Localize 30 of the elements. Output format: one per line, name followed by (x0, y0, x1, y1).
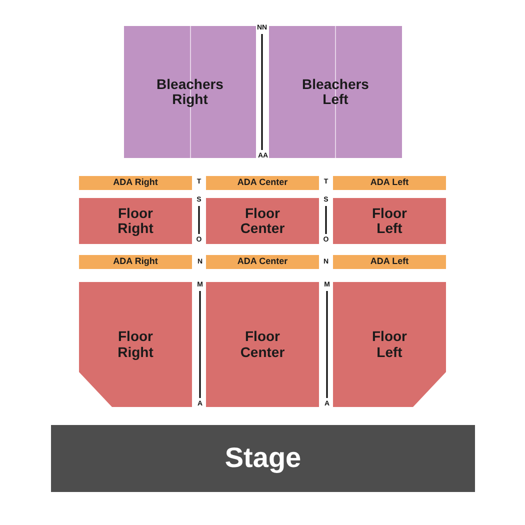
section-name: Bleachers Left (301, 76, 370, 108)
ada-section (333, 255, 446, 269)
section-name: ADA Center (237, 178, 288, 188)
section-name: ADA Right (113, 178, 158, 188)
section-name: Floor Center (239, 206, 286, 236)
floor-section (206, 282, 319, 407)
section-name: ADA Left (370, 257, 409, 267)
floor-section (333, 198, 446, 244)
section-name: ADA Left (370, 178, 409, 188)
ada-section (333, 176, 446, 190)
floor-section (79, 198, 192, 244)
floor-section (333, 282, 446, 407)
ada-section (79, 176, 192, 190)
section-name: Stage (224, 443, 302, 474)
bleacher-section (269, 26, 402, 158)
ada-section (79, 255, 192, 269)
ada-section (206, 255, 319, 269)
stage-area (51, 425, 475, 492)
ada-section (206, 176, 319, 190)
section-name: Floor Right (116, 329, 154, 360)
section-name: ADA Center (237, 257, 288, 267)
section-name: Floor Center (239, 329, 286, 360)
section-name: ADA Right (113, 257, 158, 267)
section-name: Floor Left (371, 206, 408, 236)
section-name: Floor Left (371, 329, 408, 360)
floor-section (79, 282, 192, 407)
section-name: Floor Right (116, 206, 154, 236)
section-name: Bleachers Right (156, 76, 224, 108)
bleacher-section (124, 26, 256, 158)
floor-section (206, 198, 319, 244)
